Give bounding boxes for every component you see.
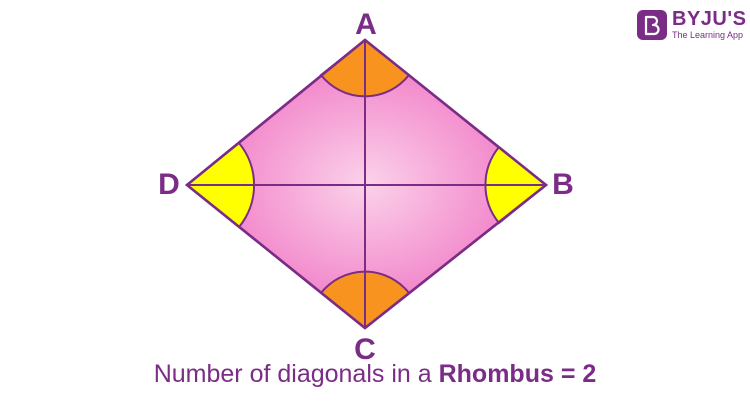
vertex-label-c: C — [354, 333, 376, 366]
vertex-label-a: A — [355, 8, 377, 41]
caption-shape: Rhombus — [438, 360, 554, 388]
vertex-label-b: B — [552, 168, 574, 201]
vertex-label-d: D — [158, 168, 180, 201]
caption-suffix: = 2 — [553, 360, 597, 388]
logo-tagline: The Learning App — [672, 30, 744, 40]
logo-name: BYJU'S — [672, 8, 747, 30]
caption-prefix: Number of diagonals in a — [153, 360, 439, 388]
diagram-caption: Number of diagonals in a Rhombus = 2 — [0, 358, 750, 390]
byjus-logo: BYJU'S The Learning App — [637, 8, 747, 42]
logo-badge-icon — [637, 10, 667, 40]
rhombus-outline — [185, 38, 549, 330]
